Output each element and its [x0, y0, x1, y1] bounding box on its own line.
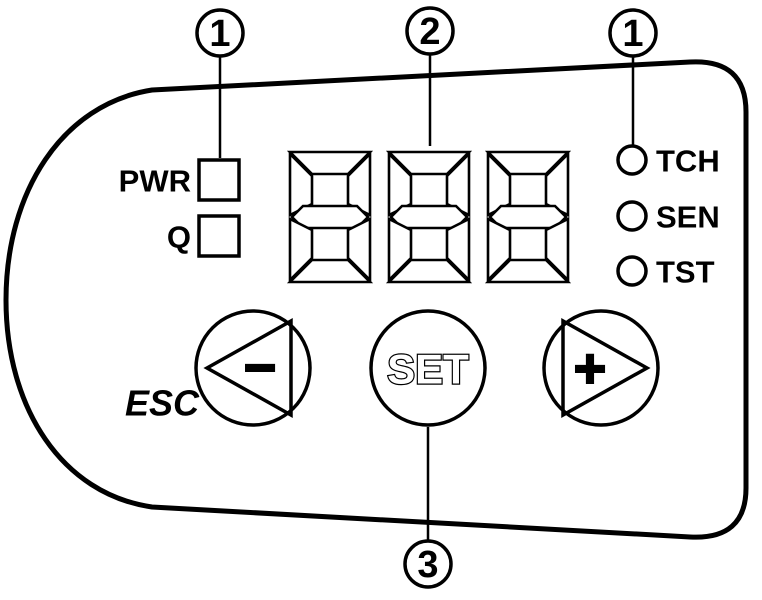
minus-button[interactable]: −: [194, 309, 312, 427]
plus-icon: +: [574, 337, 607, 400]
callout-number: 1: [622, 13, 643, 55]
callout-circle: [405, 6, 455, 56]
led-indicators: TCH SEN TST: [616, 144, 720, 290]
callout-2: 2: [405, 6, 455, 56]
q-indicator: [197, 214, 241, 258]
plus-button[interactable]: +: [542, 309, 660, 427]
pwr-label: PWR: [119, 164, 191, 199]
callout-circle: [608, 8, 658, 58]
q-label: Q: [167, 220, 191, 255]
tst-label: TST: [656, 255, 715, 290]
callout-1-right: 1: [608, 8, 658, 58]
seven-segment-digit: [486, 150, 570, 284]
sen-led: [616, 200, 648, 232]
tst-led: [616, 255, 648, 287]
left-arrow-icon: [203, 318, 293, 418]
callout-3: 3: [403, 539, 453, 589]
pwr-indicator: [197, 158, 241, 202]
plus-button-circle: [542, 309, 660, 427]
tch-led: [616, 144, 648, 176]
esc-label: ESC: [125, 383, 200, 424]
callout-1-left: 1: [195, 8, 245, 58]
callout-number: 2: [419, 11, 440, 53]
callout-number: 3: [417, 544, 438, 586]
right-arrow-icon: [561, 318, 651, 418]
device-outline: [3, 59, 749, 540]
callout-circle: [403, 539, 453, 589]
status-indicators: PWR Q: [119, 158, 241, 258]
set-button[interactable]: SET: [369, 309, 487, 427]
callout-number: 1: [209, 13, 230, 55]
seven-segment-display: [288, 150, 570, 284]
seven-segment-digit: [387, 150, 471, 284]
sen-label: SEN: [656, 200, 720, 235]
seven-segment-digit: [288, 150, 372, 284]
tch-label: TCH: [656, 144, 720, 179]
minus-icon: −: [244, 336, 277, 399]
set-button-label: SET: [387, 346, 469, 393]
set-button-circle: [369, 309, 487, 427]
minus-button-circle: [194, 309, 312, 427]
callout-circle: [195, 8, 245, 58]
